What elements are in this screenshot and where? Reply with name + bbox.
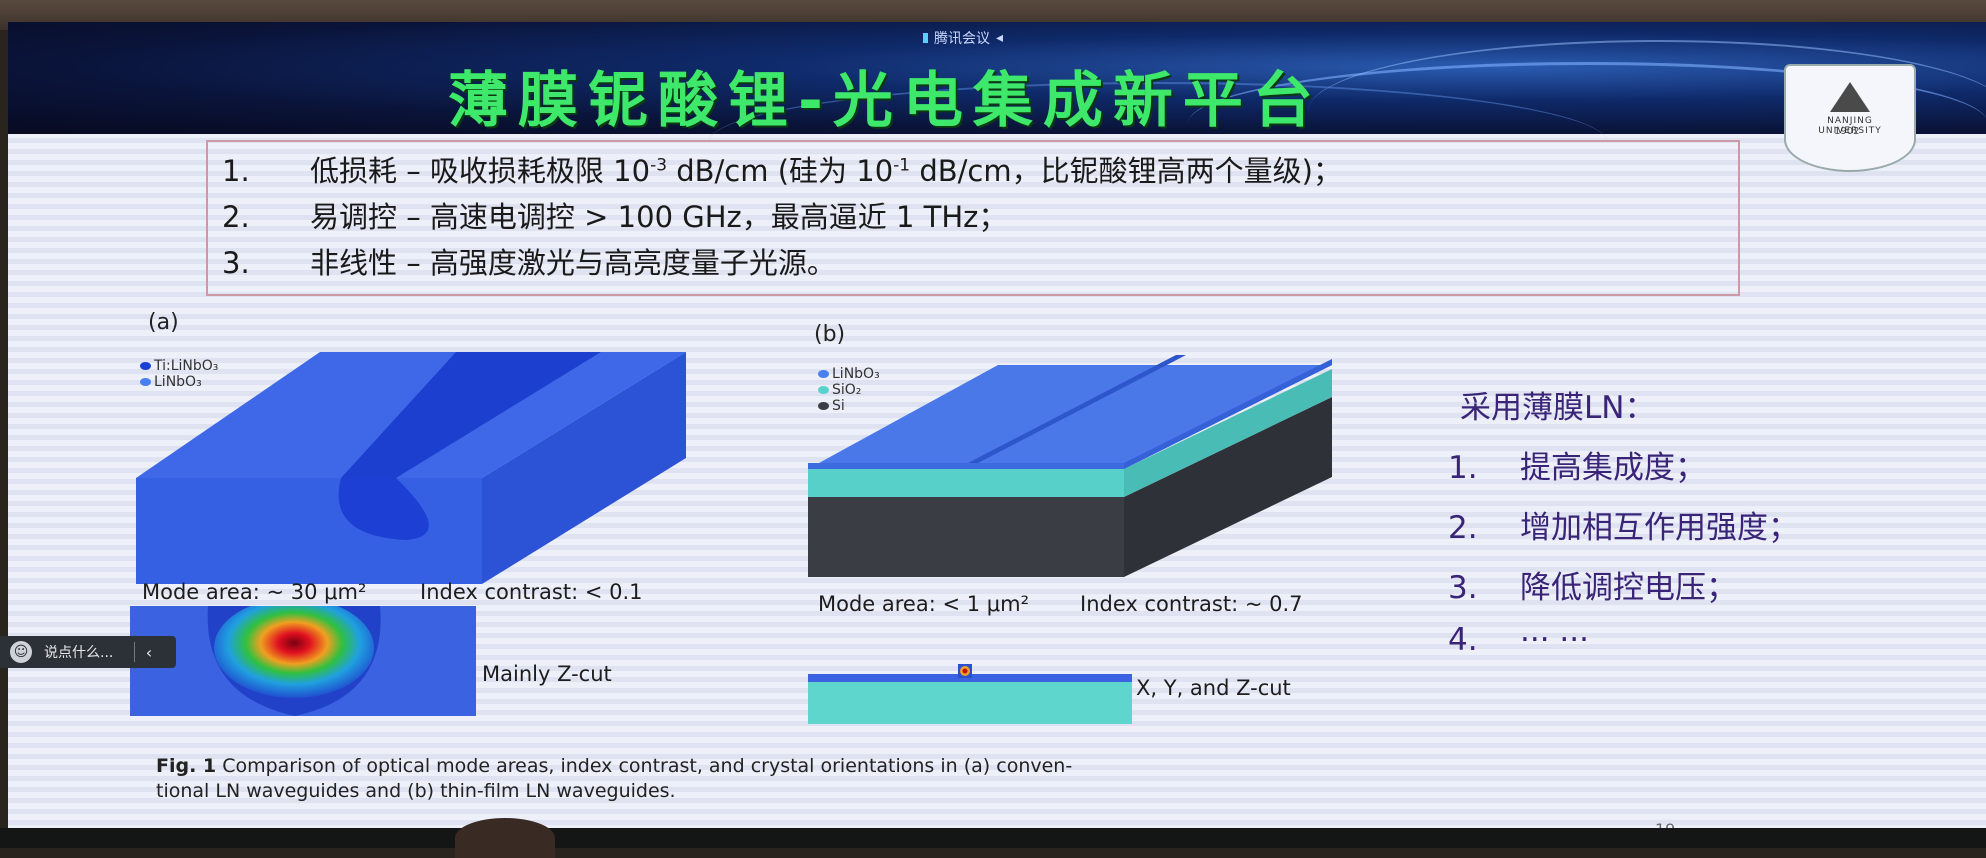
legend-item: LiNbO₃ — [818, 366, 880, 382]
legend-swatch — [818, 386, 829, 394]
logo-year: 1902 — [1834, 126, 1860, 137]
key-point: 3.非线性 – 高强度激光与高亮度量子光源。 — [222, 246, 836, 280]
lnoi-top-face — [808, 365, 1332, 469]
si-front-face — [808, 497, 1124, 577]
smiley-icon[interactable]: ☺ — [10, 641, 32, 663]
panel-a-index-contrast: Index contrast: < 0.1 — [420, 580, 643, 604]
title-banner: 腾讯会议 ◂ 薄膜铌酸锂-光电集成新平台 — [8, 22, 1986, 136]
panel-a-mode-area: Mode area: ~ 30 μm² — [142, 580, 367, 604]
panel-a-cut: Mainly Z-cut — [482, 662, 612, 686]
banner-arc — [708, 82, 1608, 204]
key-point: 1.低损耗 – 吸收损耗极限 10-3 dB/cm (硅为 10-1 dB/cm… — [222, 154, 1342, 188]
lnoi-front-face — [808, 463, 1124, 469]
divider — [134, 642, 135, 662]
benefit-item: 1.提高集成度； — [1448, 450, 1706, 486]
legend-swatch — [818, 370, 829, 378]
chat-input[interactable]: 说点什么... — [44, 645, 114, 661]
slab-front-face — [136, 478, 482, 584]
panel-b-legend: LiNbO₃ SiO₂ Si — [818, 366, 880, 414]
panel-b-mode-area: Mode area: < 1 μm² — [818, 592, 1030, 616]
benefit-item: 3.降低调控电压； — [1448, 570, 1737, 606]
legend-item: LiNbO₃ — [140, 374, 218, 390]
banner-arc — [1308, 40, 1986, 182]
key-point: 2.易调控 – 高速电调控 > 100 GHz，最高逼近 1 THz； — [222, 200, 1008, 234]
meeting-share-indicator[interactable]: 腾讯会议 ◂ — [923, 26, 1003, 50]
sio2-front-face — [808, 469, 1124, 497]
audio-icon: ◂ — [996, 30, 1004, 46]
panel-b-mode-profile — [808, 664, 1132, 724]
panel-a-label: (a) — [148, 310, 179, 335]
building-icon — [1830, 82, 1870, 112]
presentation-slide: 腾讯会议 ◂ 薄膜铌酸锂-光电集成新平台 1902 NANJING UNIVER… — [8, 22, 1986, 832]
sio2-side-face — [1124, 369, 1332, 497]
legend-swatch — [818, 402, 829, 410]
legend-item: Ti:LiNbO₃ — [140, 358, 218, 374]
benefit-item: 2.增加相互作用强度； — [1448, 510, 1799, 546]
panel-a-legend: Ti:LiNbO₃ LiNbO₃ — [140, 358, 218, 390]
conventional-waveguide-diagram — [136, 352, 686, 584]
slab-side-face — [482, 352, 686, 584]
audience-head — [455, 818, 555, 858]
panel-a-mode-profile — [130, 606, 476, 716]
legend-item: SiO₂ — [818, 382, 880, 398]
signal-icon — [923, 33, 928, 43]
thin-film-waveguide-diagram — [808, 355, 1332, 577]
ti-diffused-strip — [341, 352, 601, 478]
benefits-heading: 采用薄膜LN： — [1460, 390, 1656, 426]
lnoi-side-face — [1124, 359, 1332, 469]
chat-input-overlay[interactable]: ☺ 说点什么... ‹ — [0, 636, 176, 668]
legend-item: Si — [818, 398, 880, 414]
ridge-waveguide — [968, 355, 1186, 463]
panel-b-cut: X, Y, and Z-cut — [1136, 676, 1291, 700]
figure-caption: Fig. 1 Comparison of optical mode areas,… — [156, 755, 1073, 802]
slide-title: 薄膜铌酸锂-光电集成新平台 — [448, 66, 1323, 136]
chevron-left-icon[interactable]: ‹ — [145, 642, 153, 662]
benefit-item: 4.··· ··· — [1448, 622, 1589, 658]
si-side-face — [1124, 397, 1332, 577]
thin-film-benefits: 采用薄膜LN： 1.提高集成度； 2.增加相互作用强度； 3.降低调控电压； 4… — [1448, 382, 1799, 682]
panel-b-index-contrast: Index contrast: ~ 0.7 — [1080, 592, 1303, 616]
mode-peak — [962, 668, 968, 674]
university-logo: 1902 NANJING UNIVERSITY — [1784, 64, 1916, 172]
room-background-bottom — [0, 828, 1986, 848]
legend-swatch — [140, 362, 151, 370]
mode-field — [214, 606, 374, 698]
key-points-box: 1.低损耗 – 吸收损耗极限 10-3 dB/cm (硅为 10-1 dB/cm… — [206, 140, 1740, 296]
sio2-layer — [808, 682, 1132, 724]
meeting-app-name: 腾讯会议 — [934, 31, 990, 47]
panel-b-label: (b) — [814, 322, 846, 347]
ti-diffused-region — [338, 478, 429, 540]
logo-text: NANJING UNIVERSITY — [1818, 116, 1882, 136]
legend-swatch — [140, 378, 151, 386]
